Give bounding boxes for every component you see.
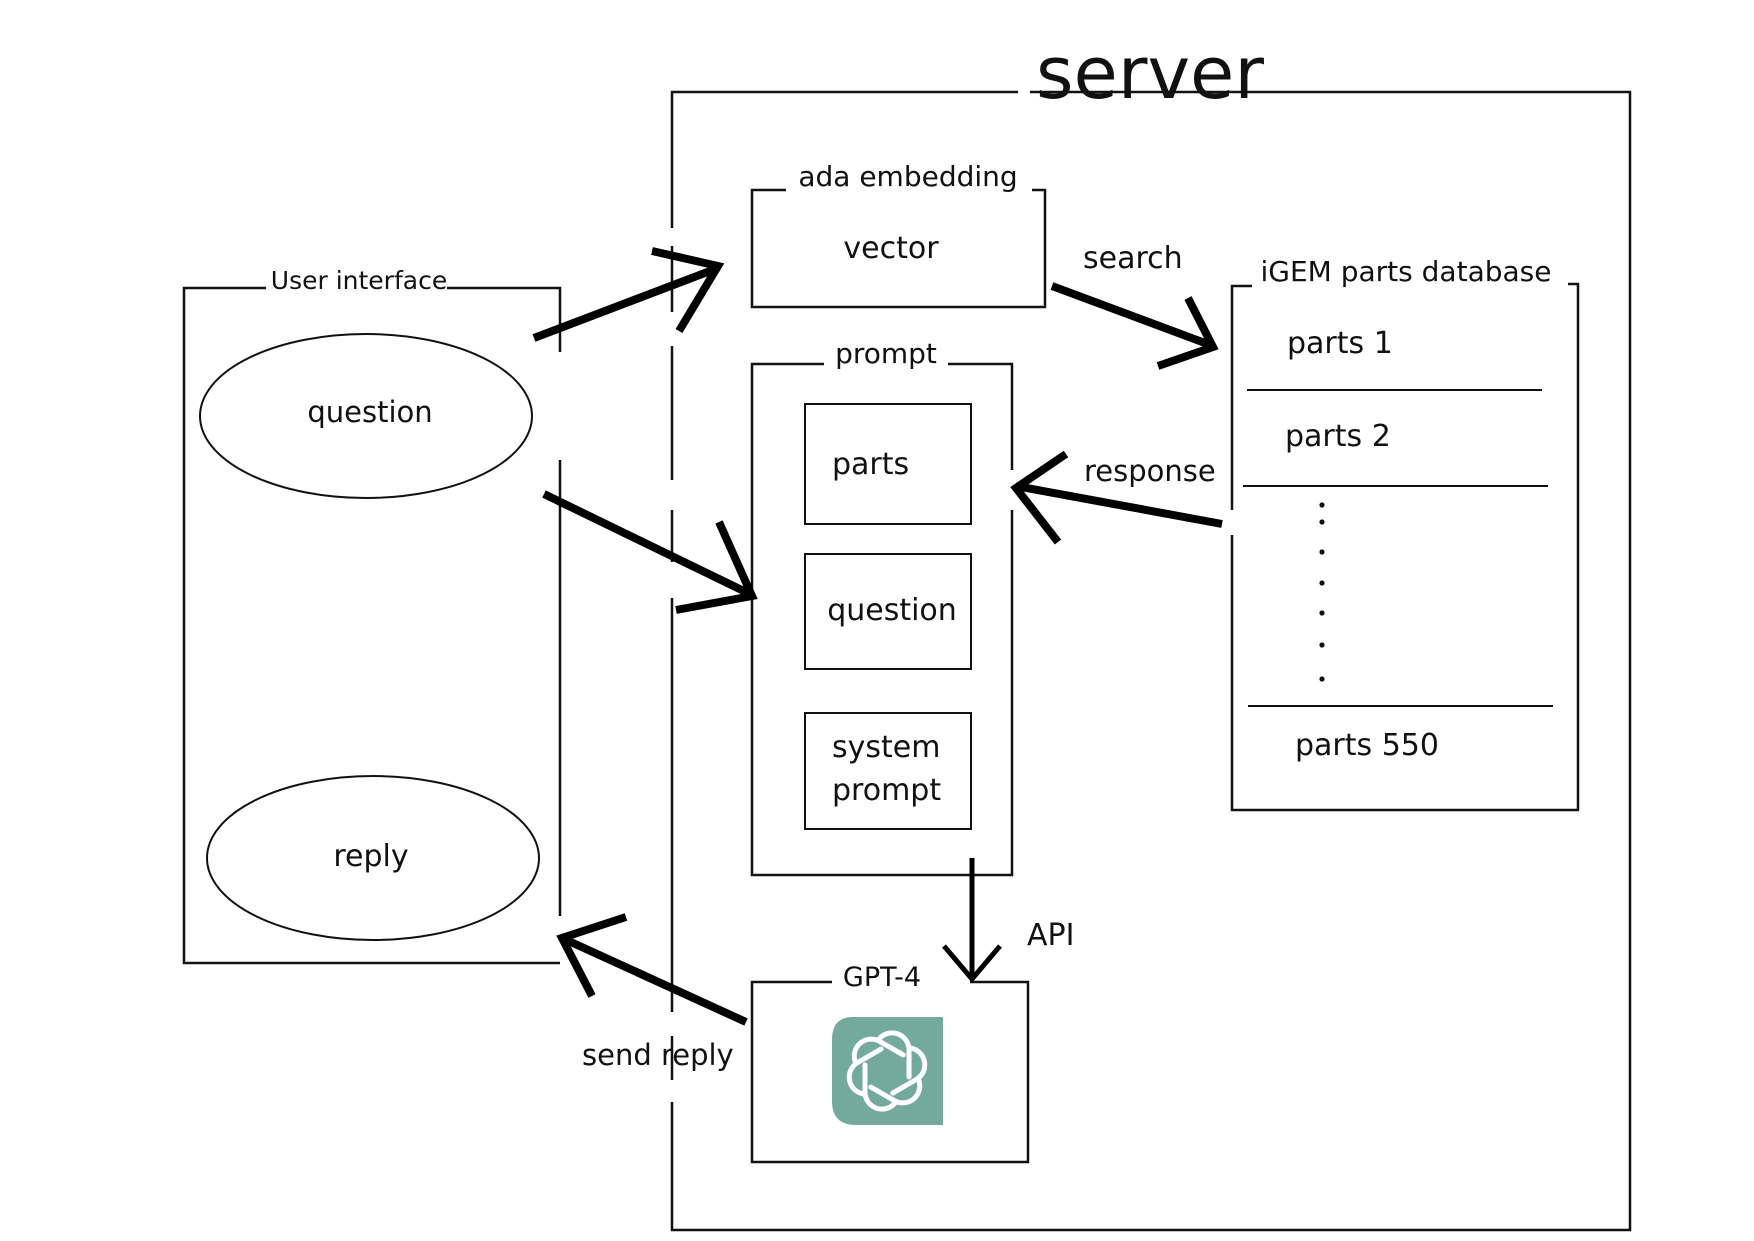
send-reply-label: send reply: [582, 1038, 734, 1072]
question-ellipse: [199, 333, 533, 499]
server-title: server: [1036, 31, 1264, 115]
prompt-frame: prompt parts question system prompt: [750, 337, 1014, 877]
reply-ellipse: [206, 775, 540, 941]
arrow-gpt-to-reply: [556, 913, 748, 1026]
database-row-1: parts 1: [1287, 326, 1393, 361]
prompt-question-label: question: [827, 593, 957, 628]
search-label: search: [1083, 241, 1183, 276]
embedding-frame: ada embedding vector: [750, 160, 1047, 309]
reply-label: reply: [333, 839, 408, 874]
arrow-vector-to-database: [1050, 282, 1219, 370]
server-frame: server: [670, 31, 1632, 1232]
prompt-title: prompt: [835, 337, 937, 370]
arrow-question-to-vector: [532, 247, 725, 342]
database-row-2: parts 2: [1285, 419, 1391, 454]
gpt-frame: GPT-4: [750, 962, 1030, 1164]
database-row-550: parts 550: [1295, 728, 1439, 763]
prompt-parts-label: parts: [832, 447, 909, 482]
user-interface-frame: User interface question reply: [182, 266, 562, 965]
embedding-title: ada embedding: [798, 160, 1017, 193]
openai-logo-icon: [832, 1017, 943, 1125]
ellipsis-dots: [1319, 502, 1325, 682]
arrow-prompt-to-gpt: [942, 858, 1002, 983]
prompt-question-box: [804, 553, 972, 670]
api-label: API: [1027, 918, 1074, 953]
vector-label: vector: [843, 231, 939, 266]
question-label: question: [307, 395, 432, 429]
arrow-database-to-parts: [1010, 450, 1223, 545]
gpt-title: GPT-4: [843, 962, 921, 993]
prompt-parts-box: [804, 403, 972, 525]
user-interface-title: User interface: [271, 266, 447, 295]
database-frame: iGEM parts database parts 1 parts 2 part…: [1230, 255, 1580, 812]
prompt-system-prompt-box: [804, 712, 972, 830]
database-title: iGEM parts database: [1261, 255, 1552, 288]
arrow-question-to-prompt: [542, 490, 758, 614]
system-prompt-line1: system: [832, 730, 940, 765]
response-label: response: [1084, 454, 1216, 488]
system-prompt-line2: prompt: [832, 773, 941, 808]
